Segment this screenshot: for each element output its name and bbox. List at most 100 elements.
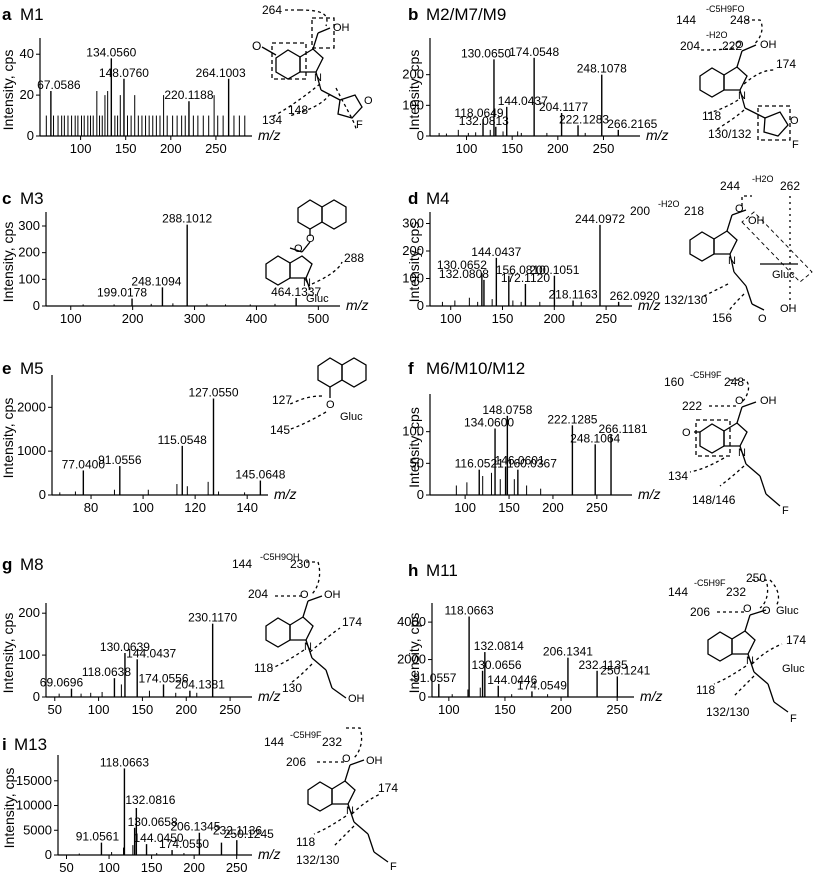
y-tick-label: 300 [18, 218, 40, 233]
x-tick-label: 150 [132, 702, 154, 717]
y-axis-label: Intensity, cps [0, 613, 16, 694]
fragment-label: 232 [726, 585, 746, 599]
x-tick-label: 100 [70, 141, 92, 156]
peak-label: 144.0437 [126, 646, 176, 660]
peak-label: 130.0656 [472, 658, 522, 672]
y-tick-label: 4000 [397, 614, 426, 629]
peak-label: 174.0548 [509, 45, 559, 59]
peak-label: 222.1285 [547, 412, 597, 426]
peak-label: 115.0548 [158, 433, 207, 447]
x-axis-label: m/z [646, 127, 669, 143]
fragment-label: 288 [344, 251, 364, 265]
panel-letter: c [2, 189, 11, 208]
fragment-label: 222 [682, 399, 702, 413]
peak-label: 230.1170 [188, 611, 237, 625]
panel-title: M4 [426, 189, 450, 208]
peak-label: 248.1064 [570, 431, 620, 445]
fragment-label: 200 [630, 204, 650, 218]
y-axis-label: Intensity, cps [406, 50, 422, 131]
fragment-label: 134 [668, 469, 688, 483]
y-tick-label: 2000 [397, 652, 426, 667]
peak-label: 172.1120 [501, 271, 550, 285]
peak-label: 144.0437 [471, 245, 521, 259]
peak-label: 232.1135 [579, 658, 628, 672]
fragment-label: 174 [378, 781, 398, 795]
panel-title: M6/M10/M12 [426, 359, 525, 378]
y-tick-label: 100 [402, 271, 424, 286]
structure-diagram [307, 727, 389, 863]
panel-title: M3 [20, 189, 44, 208]
x-tick-label: 200 [122, 311, 144, 326]
y-tick-label: 100 [18, 271, 40, 286]
x-axis-label: m/z [258, 846, 281, 862]
x-tick-label: 250 [593, 141, 615, 156]
peak-label: 174.0556 [138, 671, 188, 685]
peak-label: 248.1078 [577, 62, 627, 76]
x-axis-label: m/z [346, 297, 369, 313]
panel-title: M8 [20, 555, 44, 574]
y-tick-label: 0 [39, 487, 46, 502]
x-tick-label: 250 [606, 702, 628, 717]
fragment-label: 118 [702, 109, 721, 123]
y-tick-label: 0 [417, 128, 424, 143]
y-tick-label: 0 [45, 847, 52, 862]
peak-label: 160.0367 [507, 457, 557, 471]
peak-label: 134.0600 [464, 416, 514, 430]
y-tick-label: 40 [20, 46, 34, 61]
peak-label: 118.0638 [82, 665, 131, 679]
atom-label: OH [780, 303, 797, 315]
atom-label: N [728, 255, 736, 267]
peak-label: 206.1345 [170, 820, 220, 834]
x-tick-label: 120 [184, 500, 206, 515]
structure-diagram [707, 579, 789, 713]
atom-label: F [390, 861, 397, 873]
fragment-label: 145 [270, 423, 290, 437]
atom-label: O [364, 95, 373, 107]
y-tick-label: 0 [33, 689, 40, 704]
y-axis-label: Intensity, cps [406, 613, 422, 694]
atom-label: Gluc [306, 293, 329, 305]
x-tick-label: 200 [550, 702, 572, 717]
fragment-label: 160 [664, 375, 684, 389]
x-axis-label: m/z [274, 486, 297, 502]
x-tick-label: 200 [175, 702, 197, 717]
peak-label: 262.0920 [610, 289, 660, 303]
atom-label: O [790, 115, 799, 127]
y-tick-label: 1000 [17, 443, 46, 458]
x-tick-label: 200 [543, 311, 565, 326]
y-tick-label: 200 [402, 243, 424, 258]
peak-label: 144.0437 [498, 94, 548, 108]
fragment-label: 206 [690, 605, 710, 619]
y-axis-label: Intensity, cps [0, 398, 16, 479]
x-axis-label: m/z [258, 688, 281, 704]
fragment-label: 118 [296, 835, 315, 849]
peak-label: 132.0816 [125, 793, 175, 807]
atom-label: Gluc [772, 269, 795, 281]
peak-label: 127.0550 [188, 386, 238, 400]
atom-label: N [304, 641, 312, 653]
atom-label: O [758, 313, 767, 325]
fragment-label: 144 [232, 557, 252, 571]
x-tick-label: 100 [454, 500, 476, 515]
y-tick-label: 2000 [17, 399, 46, 414]
panel-letter: e [2, 359, 11, 378]
y-tick-label: 5000 [23, 822, 52, 837]
atom-label: O [743, 603, 752, 615]
peak-label: 200.1051 [529, 263, 579, 277]
fragment-label: 132/130 [664, 293, 708, 307]
atom-label: O [682, 427, 691, 439]
atom-label: N [303, 277, 311, 289]
x-tick-label: 250 [226, 860, 248, 875]
structure-diagram [699, 19, 791, 141]
peak-label: 132.0808 [439, 267, 489, 281]
fragment-label: 156 [712, 311, 732, 325]
peak-label: 130.0652 [437, 258, 487, 272]
y-tick-label: 0 [417, 487, 424, 502]
y-tick-label: 0 [33, 298, 40, 313]
peak-label: 156.0810 [496, 263, 546, 277]
